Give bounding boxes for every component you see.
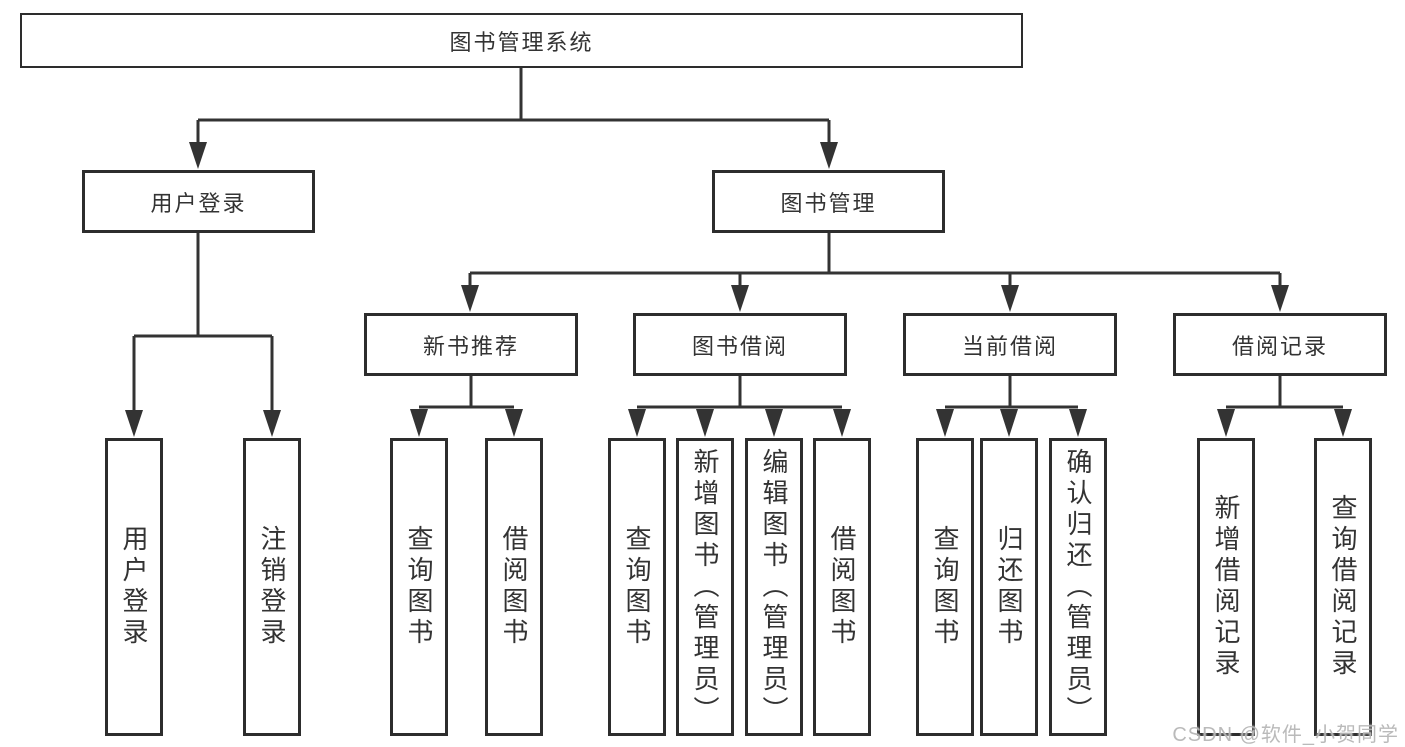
node-label: 图书管理系统 (449, 29, 594, 55)
arrowhead (1000, 409, 1018, 437)
leaf-logout: 注销登录 (243, 438, 301, 736)
node-label: 图书借阅 (691, 333, 788, 359)
connector-book-borrow-to-leaves (628, 376, 851, 437)
leaf-borrow-books-recommend: 借阅图书 (485, 438, 543, 736)
leaf-query-books-borrow: 查询图书 (608, 438, 666, 736)
arrowhead (410, 409, 428, 437)
connector-new-books-to-leaves (410, 376, 523, 437)
node-book-management: 图书管理 (712, 170, 945, 233)
leaf-label: 查询借阅记录 (1328, 494, 1358, 680)
connector-borrow-records-to-leaves (1217, 376, 1352, 437)
arrowhead (936, 409, 954, 437)
node-label: 图书管理 (780, 190, 877, 216)
node-user-login: 用户登录 (82, 170, 315, 233)
arrowhead (1334, 409, 1352, 437)
arrowhead (833, 409, 851, 437)
node-current-borrowing: 当前借阅 (903, 313, 1117, 376)
leaf-query-books-current: 查询图书 (916, 438, 974, 736)
leaf-query-borrow-record: 查询借阅记录 (1314, 438, 1372, 736)
leaf-label: 借阅图书 (827, 525, 857, 649)
node-label: 新书推荐 (422, 333, 519, 359)
connector-book-mgmt-to-level3 (461, 233, 1289, 312)
leaf-add-books-admin: 新增图书（管理员） (676, 438, 734, 736)
arrowhead (505, 409, 523, 437)
arrowhead (820, 142, 838, 169)
connector-current-borrow-to-leaves (936, 376, 1087, 437)
arrowhead (263, 410, 281, 437)
leaf-label: 查询图书 (930, 525, 960, 649)
leaf-user-login: 用户登录 (105, 438, 163, 736)
leaf-add-borrow-record: 新增借阅记录 (1197, 438, 1255, 736)
leaf-label: 查询图书 (622, 525, 652, 649)
node-label: 借阅记录 (1231, 333, 1328, 359)
arrowhead (696, 409, 714, 437)
arrowhead (1271, 285, 1289, 312)
arrowhead (1069, 409, 1087, 437)
leaf-label: 确认归还（管理员） (1063, 447, 1093, 727)
leaf-borrow-books: 借阅图书 (813, 438, 871, 736)
node-new-book-recommendation: 新书推荐 (364, 313, 578, 376)
arrowhead (628, 409, 646, 437)
arrowhead (125, 410, 143, 437)
leaf-edit-books-admin: 编辑图书（管理员） (745, 438, 803, 736)
leaf-label: 编辑图书（管理员） (759, 447, 789, 727)
leaf-label: 新增借阅记录 (1211, 494, 1241, 680)
arrowhead (1217, 409, 1235, 437)
leaf-return-books: 归还图书 (980, 438, 1038, 736)
leaf-label: 归还图书 (994, 525, 1024, 649)
node-library-management-system: 图书管理系统 (20, 13, 1023, 68)
leaf-label: 查询图书 (404, 525, 434, 649)
arrowhead (189, 142, 207, 169)
connector-user-login-to-leaves (125, 233, 281, 437)
leaf-query-books-recommend: 查询图书 (390, 438, 448, 736)
leaf-confirm-return-admin: 确认归还（管理员） (1049, 438, 1107, 736)
node-label: 用户登录 (150, 190, 247, 216)
node-book-borrowing: 图书借阅 (633, 313, 847, 376)
leaf-label: 新增图书（管理员） (690, 447, 720, 727)
node-label: 当前借阅 (961, 333, 1058, 359)
connector-root-to-level2 (189, 68, 838, 169)
arrowhead (461, 285, 479, 312)
leaf-label: 注销登录 (257, 525, 287, 649)
arrowhead (731, 285, 749, 312)
leaf-label: 用户登录 (119, 525, 149, 649)
leaf-label: 借阅图书 (499, 525, 529, 649)
arrowhead (765, 409, 783, 437)
arrowhead (1001, 285, 1019, 312)
watermark-text: CSDN @软件_小贺同学 (1172, 724, 1399, 746)
node-borrowing-records: 借阅记录 (1173, 313, 1387, 376)
